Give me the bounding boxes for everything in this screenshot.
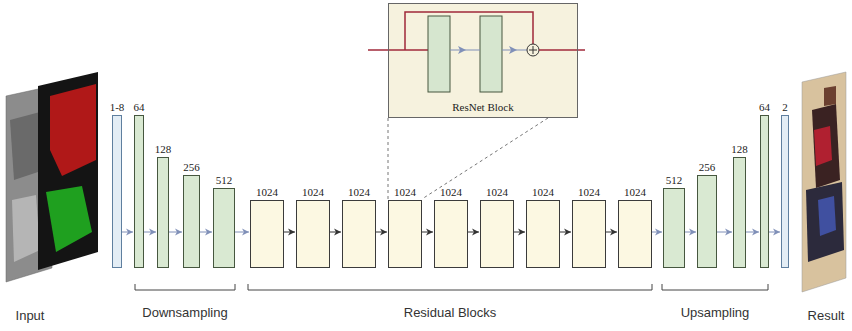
arrowhead — [610, 229, 617, 236]
layer-bar: 1024 — [526, 200, 560, 268]
arrowhead — [518, 229, 525, 236]
channel-count: 128 — [138, 143, 188, 156]
inset-ground — [388, 3, 578, 118]
layer-connector — [169, 229, 182, 236]
layer-connector — [468, 229, 479, 236]
stage-label: Downsampling — [142, 305, 227, 320]
channel-count: 2 — [762, 101, 808, 114]
channel-count: 1024 — [415, 186, 487, 199]
arrowhead — [655, 229, 662, 236]
layer-connector — [685, 229, 696, 236]
layer-connector — [652, 229, 662, 236]
arrowhead — [773, 229, 780, 236]
channel-count: 512 — [194, 174, 254, 187]
arrowhead — [472, 229, 479, 236]
channel-count: 256 — [678, 161, 736, 174]
arrowhead — [126, 229, 133, 236]
result-image — [802, 72, 846, 292]
arrowhead — [175, 229, 182, 236]
layer-bar: 128 — [733, 157, 746, 268]
stage-label: Upsampling — [681, 305, 750, 320]
layer-connector — [284, 229, 295, 236]
layer-connector — [200, 229, 212, 236]
resnet-block-detail — [368, 12, 585, 92]
arrowhead — [380, 229, 387, 236]
layer-bar: 64 — [760, 115, 769, 268]
arrowhead — [725, 229, 732, 236]
layer-connector — [422, 229, 433, 236]
input-image — [6, 72, 98, 282]
channel-count: 512 — [644, 174, 704, 187]
channel-count: 1024 — [461, 186, 533, 199]
layer-bar: 64 — [134, 115, 144, 268]
layer-connector — [122, 229, 133, 236]
layer-connector — [235, 229, 249, 236]
image-caption: Result — [808, 308, 845, 323]
layer-bar: 1024 — [480, 200, 514, 268]
channel-count: 1024 — [599, 186, 671, 199]
group-bracket — [135, 284, 768, 290]
channel-count: 1024 — [323, 186, 395, 199]
layer-connector — [769, 229, 780, 236]
arrowhead — [564, 229, 571, 236]
image-caption: Input — [16, 308, 45, 323]
layer-connector — [330, 229, 341, 236]
layer-connector — [606, 229, 617, 236]
layer-bar: 256 — [697, 175, 717, 268]
arrowhead — [242, 229, 249, 236]
arrowhead — [205, 229, 212, 236]
layer-bar: 1-8 — [112, 115, 122, 268]
layer-bar: 512 — [213, 188, 235, 268]
channel-count: 1024 — [277, 186, 349, 199]
arrowhead — [288, 229, 295, 236]
layer-bar: 512 — [663, 188, 685, 268]
layer-connector — [717, 229, 732, 236]
layer-bar: 1024 — [250, 200, 284, 268]
arrowhead — [334, 229, 341, 236]
block-title: ResNet Block — [450, 101, 515, 114]
channel-count: 256 — [164, 161, 219, 174]
channel-count: 128 — [714, 143, 765, 156]
arrowhead — [426, 229, 433, 236]
channel-count: 1024 — [231, 186, 303, 199]
layer-bar: 128 — [157, 157, 169, 268]
resnet-block-inset: ResNet Block — [388, 3, 578, 118]
layer-bar: 1024 — [434, 200, 468, 268]
layer-bar: 1024 — [388, 200, 422, 268]
layer-bar: 2 — [781, 115, 789, 268]
arrowhead — [149, 229, 156, 236]
channel-count: 1024 — [369, 186, 441, 199]
arrowhead — [752, 229, 759, 236]
layer-bar: 256 — [183, 175, 200, 268]
layer-connector — [560, 229, 571, 236]
stage-label: Residual Blocks — [404, 305, 497, 320]
arrowhead — [689, 229, 696, 236]
layer-connector — [376, 229, 387, 236]
layer-connector — [144, 229, 156, 236]
layer-bar: 1024 — [296, 200, 330, 268]
channel-count: 64 — [115, 101, 163, 114]
layer-bar: 1024 — [572, 200, 606, 268]
channel-count: 1024 — [507, 186, 579, 199]
channel-count: 64 — [741, 101, 788, 114]
layer-connector — [746, 229, 759, 236]
layer-bar: 1024 — [342, 200, 376, 268]
channel-count: 1024 — [553, 186, 625, 199]
layer-connector — [514, 229, 525, 236]
layer-bar: 1024 — [618, 200, 652, 268]
